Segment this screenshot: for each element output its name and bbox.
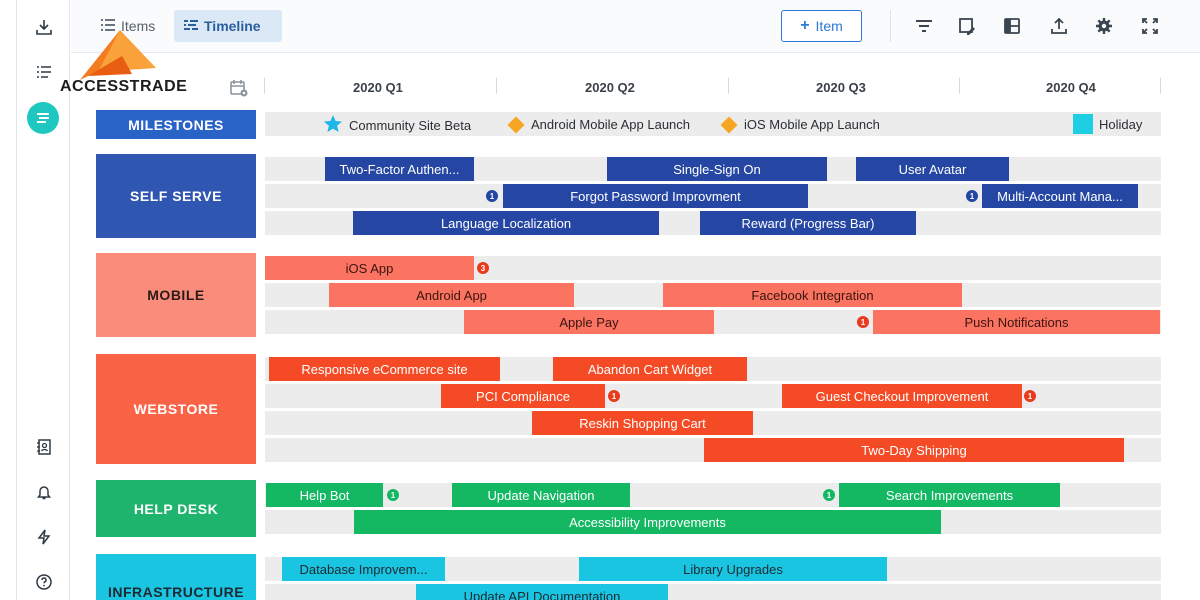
items-view-button[interactable]: Items: [91, 10, 165, 42]
bar-responsive-ecommerce[interactable]: Responsive eCommerce site: [269, 357, 500, 381]
add-item-button[interactable]: + Item: [781, 10, 862, 42]
lightning-icon[interactable]: [26, 522, 62, 552]
quarter-label-q4: 2020 Q4: [1046, 80, 1096, 95]
star-icon: [323, 114, 343, 137]
quarter-label-q3: 2020 Q3: [816, 80, 866, 95]
bar-help-bot[interactable]: Help Bot: [266, 483, 383, 507]
bell-icon[interactable]: [26, 477, 62, 507]
bar-two-factor-auth[interactable]: Two-Factor Authen...: [325, 157, 474, 181]
bar-user-avatar[interactable]: User Avatar: [856, 157, 1009, 181]
bar-forgot-password[interactable]: Forgot Password Improvment: [503, 184, 808, 208]
toolbar: Items Timeline + Item: [71, 0, 1200, 53]
milestone-holiday[interactable]: Holiday: [1073, 114, 1142, 134]
bar-pci-compliance[interactable]: PCI Compliance: [441, 384, 605, 408]
edit-columns-icon[interactable]: [955, 14, 979, 38]
bar-push-notifications[interactable]: Push Notifications: [873, 310, 1160, 334]
toolbar-divider: [890, 10, 891, 42]
timeline-view-button[interactable]: Timeline: [174, 10, 282, 42]
quarter-divider: [496, 78, 497, 94]
quarter-divider: [959, 78, 960, 94]
dependency-badge[interactable]: 1: [966, 190, 978, 202]
bar-update-api-documentation[interactable]: Update API Documentation: [416, 584, 668, 600]
bar-android-app[interactable]: Android App: [329, 283, 574, 307]
diamond-icon: [507, 116, 525, 133]
swimlane: [265, 584, 1161, 600]
brand-logo: [80, 30, 156, 80]
help-icon[interactable]: [26, 567, 62, 597]
window-edge: [16, 0, 17, 600]
bar-reskin-shopping-cart[interactable]: Reskin Shopping Cart: [532, 411, 753, 435]
items-view-label: Items: [121, 18, 156, 34]
milestone-lane: Community Site Beta Android Mobile App L…: [265, 112, 1161, 136]
bar-ios-app[interactable]: iOS App: [265, 256, 474, 280]
bar-single-sign-on[interactable]: Single-Sign On: [607, 157, 827, 181]
bar-abandon-cart[interactable]: Abandon Cart Widget: [553, 357, 747, 381]
bar-database-improvements[interactable]: Database Improvem...: [282, 557, 445, 581]
dependency-badge[interactable]: 1: [823, 489, 835, 501]
bar-two-day-shipping[interactable]: Two-Day Shipping: [704, 438, 1124, 462]
dependency-badge[interactable]: 1: [608, 390, 620, 402]
group-label-milestones[interactable]: MILESTONES: [96, 110, 256, 139]
timeline-view-icon[interactable]: [27, 102, 59, 134]
timeline-header: 2020 Q1 2020 Q2 2020 Q3 2020 Q4: [71, 66, 1200, 106]
dependency-badge[interactable]: 1: [857, 316, 869, 328]
layout-icon[interactable]: [1000, 14, 1024, 38]
fullscreen-icon[interactable]: [1138, 14, 1162, 38]
left-rail: [17, 0, 70, 600]
group-label-infrastructure[interactable]: INFRASTRUCTURE: [96, 554, 256, 600]
bar-reward-progress[interactable]: Reward (Progress Bar): [700, 211, 916, 235]
filter-icon[interactable]: [912, 14, 936, 38]
settings-gear-icon[interactable]: [1092, 14, 1116, 38]
brand-name: ACCESSTRADE: [60, 78, 188, 95]
list-icon: [101, 18, 115, 34]
bar-accessibility-improvements[interactable]: Accessibility Improvements: [354, 510, 941, 534]
quarter-divider: [264, 78, 265, 94]
quarter-divider: [1160, 78, 1161, 94]
main-panel: Items Timeline + Item: [71, 0, 1200, 600]
dependency-badge[interactable]: 1: [387, 489, 399, 501]
timeline-view-label: Timeline: [204, 18, 261, 34]
quarter-label-q2: 2020 Q2: [585, 80, 635, 95]
group-label-self-serve[interactable]: SELF SERVE: [96, 154, 256, 238]
bar-library-upgrades[interactable]: Library Upgrades: [579, 557, 887, 581]
group-label-webstore[interactable]: WEBSTORE: [96, 354, 256, 464]
bar-search-improvements[interactable]: Search Improvements: [839, 483, 1060, 507]
contacts-icon[interactable]: [26, 432, 62, 462]
export-icon[interactable]: [1047, 14, 1071, 38]
timeline-icon: [184, 18, 198, 34]
list-indent-icon[interactable]: [26, 57, 62, 87]
add-item-label: Item: [815, 18, 843, 34]
bar-multi-account[interactable]: Multi-Account Mana...: [982, 184, 1138, 208]
square-icon: [1073, 114, 1093, 134]
milestone-android-launch[interactable]: Android Mobile App Launch: [507, 116, 690, 133]
diamond-icon: [720, 116, 738, 133]
milestone-ios-launch[interactable]: iOS Mobile App Launch: [720, 116, 880, 133]
milestone-community-site-beta[interactable]: Community Site Beta: [323, 114, 471, 137]
bar-apple-pay[interactable]: Apple Pay: [464, 310, 714, 334]
bar-guest-checkout[interactable]: Guest Checkout Improvement: [782, 384, 1022, 408]
bar-facebook-integration[interactable]: Facebook Integration: [663, 283, 962, 307]
quarter-label-q1: 2020 Q1: [353, 80, 403, 95]
dependency-badge[interactable]: 3: [477, 262, 489, 274]
dependency-badge[interactable]: 1: [1024, 390, 1036, 402]
bar-language-localization[interactable]: Language Localization: [353, 211, 659, 235]
plus-icon: +: [800, 17, 810, 34]
group-label-mobile[interactable]: MOBILE: [96, 253, 256, 337]
download-icon[interactable]: [26, 12, 62, 42]
bar-update-navigation[interactable]: Update Navigation: [452, 483, 630, 507]
quarter-divider: [728, 78, 729, 94]
calendar-settings-icon[interactable]: [229, 78, 249, 103]
group-label-help-desk[interactable]: HELP DESK: [96, 480, 256, 537]
dependency-badge[interactable]: 1: [486, 190, 498, 202]
